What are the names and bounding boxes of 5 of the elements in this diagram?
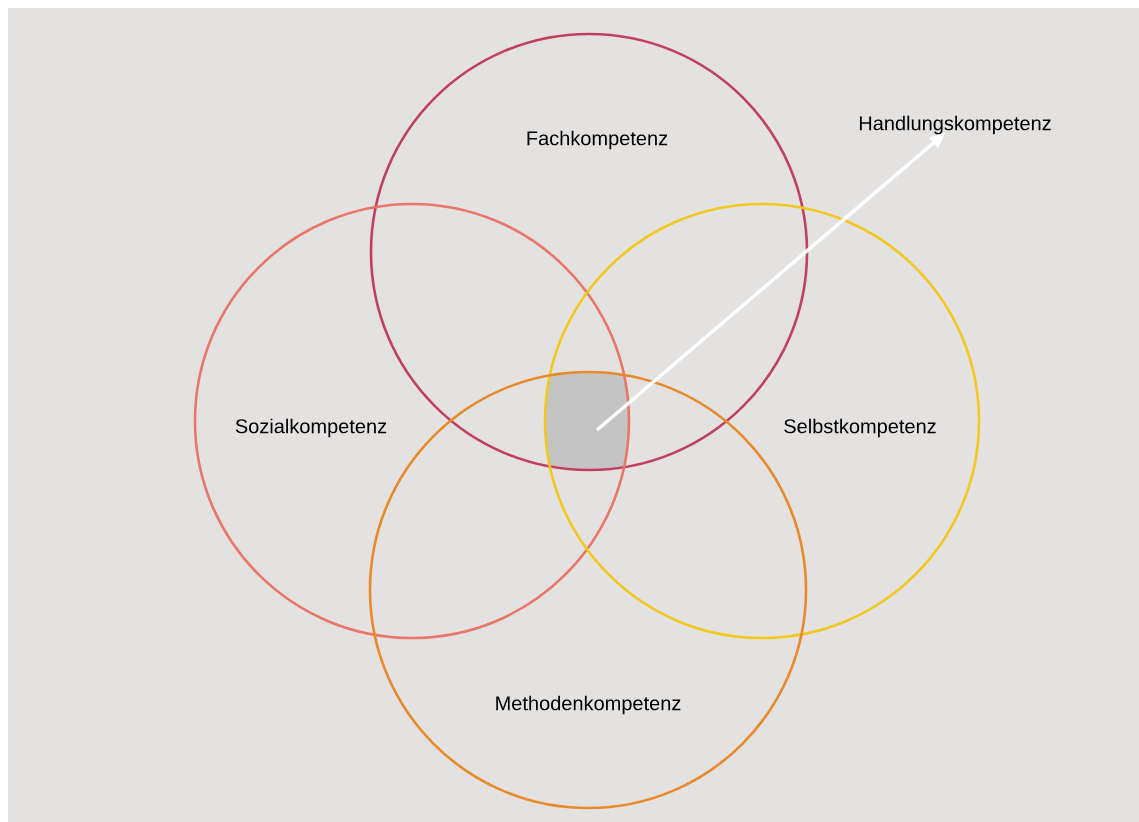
label-text: Selbstkompetenz — [784, 418, 936, 438]
label-text: Sozialkompetenz — [235, 418, 387, 438]
label-text: Fachkompetenz — [527, 130, 668, 150]
label-text: Methodenkompetenz — [496, 695, 681, 715]
label-text: Handlungskompetenz — [859, 115, 1051, 135]
